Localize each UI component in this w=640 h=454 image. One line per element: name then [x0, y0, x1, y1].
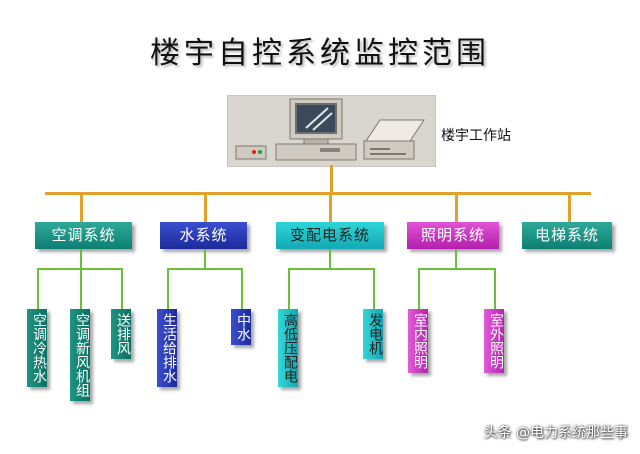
leaf-lighting-outdoor: 室外照明 — [484, 309, 504, 373]
workstation-drop-line — [330, 165, 333, 193]
leaf-power-generator: 发电机 — [363, 309, 383, 359]
leaf-lighting-indoor: 室内照明 — [408, 309, 428, 373]
leaf-hvac-supply-exhaust: 送排风 — [111, 309, 131, 359]
workstation-label: 楼宇工作站 — [441, 128, 511, 144]
category-power: 变配电系统 — [276, 222, 384, 249]
water-bar — [167, 268, 243, 270]
hvac-drop-1 — [37, 268, 39, 309]
power-drop-2 — [373, 268, 375, 309]
leaf-power-distribution: 高低压配电 — [278, 309, 298, 387]
computer-icon — [235, 98, 425, 161]
power-bar — [288, 268, 375, 270]
leaf-water-reclaimed: 中水 — [231, 309, 251, 345]
watermark: 头条 @电力系统那些事 — [483, 425, 628, 441]
leaf-water-domestic: 生活给排水 — [157, 309, 177, 387]
bus-drop-3 — [329, 192, 332, 222]
water-stem — [204, 249, 206, 269]
workstation-panel — [227, 95, 436, 167]
power-stem — [329, 249, 331, 269]
bus-drop-1 — [80, 192, 83, 222]
hvac-stem — [80, 249, 82, 269]
bus-drop-2 — [204, 192, 207, 222]
hvac-drop-2 — [80, 268, 82, 309]
water-drop-2 — [241, 268, 243, 309]
lighting-bar — [418, 268, 496, 270]
lighting-drop-2 — [494, 268, 496, 309]
category-hvac: 空调系统 — [35, 222, 132, 249]
bus-drop-4 — [455, 192, 458, 222]
lighting-drop-1 — [418, 268, 420, 309]
leaf-hvac-fresh-air-unit: 空调新风机组 — [70, 309, 90, 401]
leaf-hvac-chilled-hot-water: 空调冷热水 — [27, 309, 47, 387]
category-elevator: 电梯系统 — [522, 222, 612, 249]
water-drop-1 — [167, 268, 169, 309]
lighting-stem — [455, 249, 457, 269]
bus-drop-5 — [568, 192, 571, 222]
main-bus-line — [45, 192, 591, 195]
category-water: 水系统 — [160, 222, 247, 249]
power-drop-1 — [288, 268, 290, 309]
page-title: 楼宇自控系统监控范围 — [150, 36, 490, 71]
category-lighting: 照明系统 — [407, 222, 499, 249]
hvac-drop-3 — [121, 268, 123, 309]
